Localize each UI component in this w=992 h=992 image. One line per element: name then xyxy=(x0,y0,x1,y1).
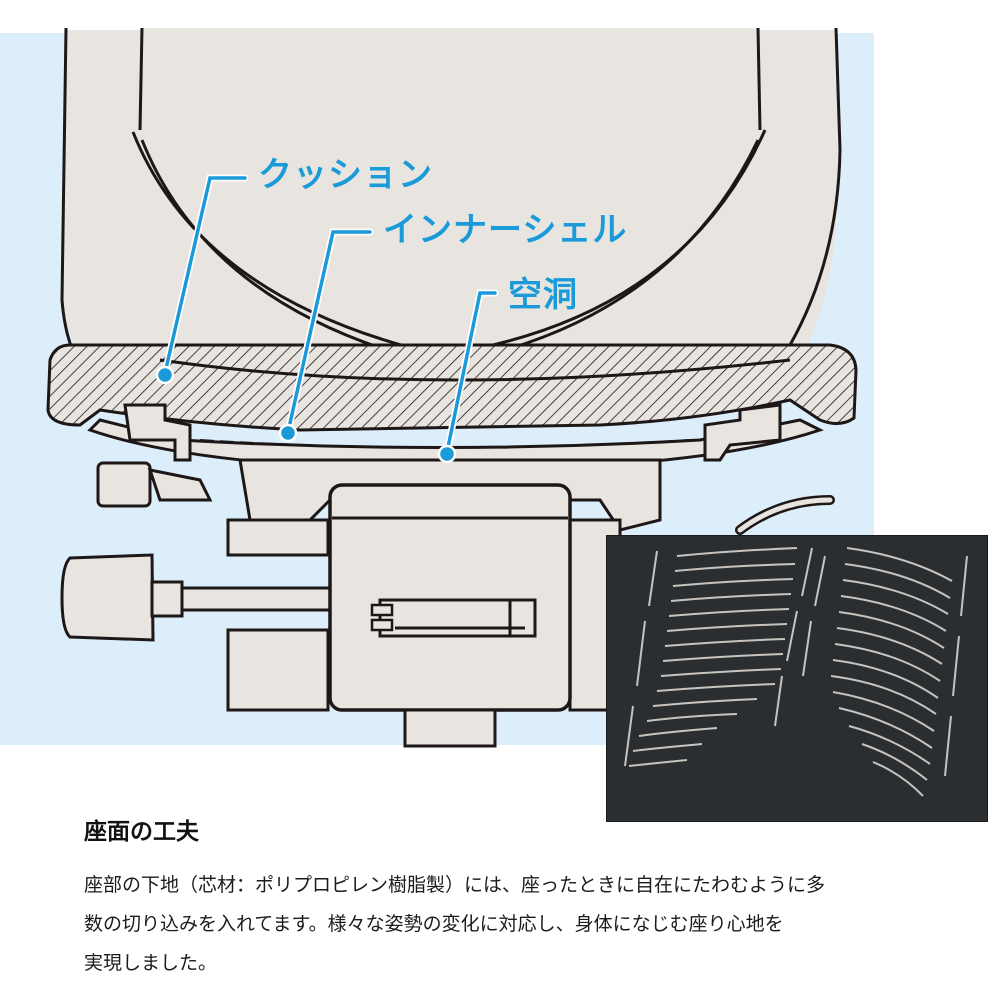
inner-shell-marker-dot xyxy=(278,423,298,443)
caption: 座面の工夫 座部の下地（芯材：ポリプロピレン樹脂製）には、座ったときに自在にたわ… xyxy=(84,816,944,983)
caption-line-3: 実現しました。 xyxy=(84,952,218,974)
caption-line-1: 座部の下地（芯材：ポリプロピレン樹脂製）には、座ったときに自在にたわむように多 xyxy=(84,874,826,896)
caption-body: 座部の下地（芯材：ポリプロピレン樹脂製）には、座ったときに自在にたわむように多 … xyxy=(84,866,944,983)
caption-line-2: 数の切り込みを入れてます。様々な姿勢の変化に対応し、身体になじむ座り心地を xyxy=(84,913,784,935)
callout-label-cavity: 空洞 xyxy=(508,275,578,315)
cushion-marker-dot xyxy=(155,365,175,385)
cavity-marker-dot xyxy=(437,444,457,464)
callout-lines xyxy=(161,174,499,456)
callout-label-cushion: クッション xyxy=(258,155,433,195)
callout-label-inner-shell: インナーシェル xyxy=(383,210,628,250)
caption-title: 座面の工夫 xyxy=(84,819,199,845)
inner-shell-slits-photo xyxy=(606,535,988,822)
seat-back-shape xyxy=(60,27,842,380)
